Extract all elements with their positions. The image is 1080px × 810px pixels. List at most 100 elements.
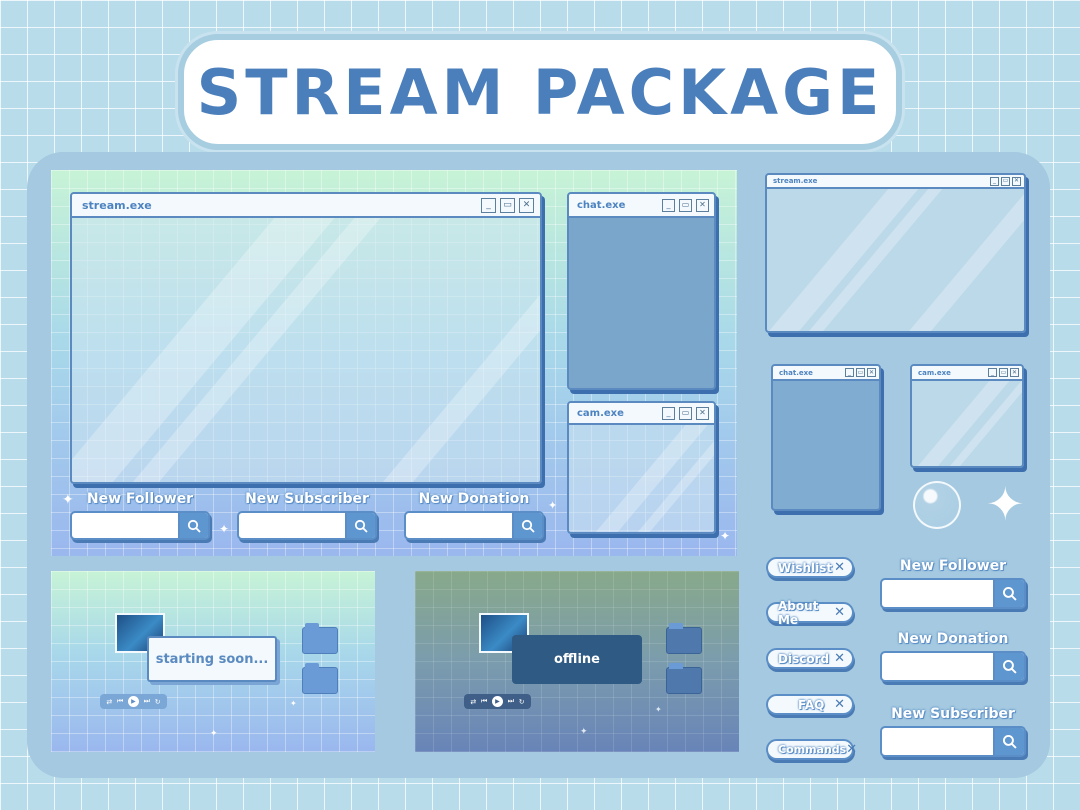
close-icon[interactable]: ✕: [846, 742, 858, 757]
close-icon[interactable]: ✕: [834, 697, 845, 712]
minimize-icon[interactable]: _: [988, 368, 997, 377]
new-donation-field[interactable]: [406, 513, 512, 538]
bubble-icon: [913, 481, 961, 529]
minimize-icon[interactable]: _: [481, 197, 496, 213]
panel-label: About Me: [778, 598, 819, 627]
panel-button-discord[interactable]: Discord ✕: [766, 648, 854, 669]
offline-window: offline: [512, 635, 642, 684]
search-icon[interactable]: [345, 513, 375, 538]
new-donation-alert-box-right[interactable]: [880, 651, 1026, 682]
new-follower-alert-box[interactable]: [70, 511, 210, 540]
stream-window-small: stream.exe _ ▭ ✕: [765, 173, 1026, 333]
close-icon[interactable]: ✕: [696, 198, 709, 212]
new-donation-label-right: New Donation: [897, 631, 1009, 647]
search-icon[interactable]: [993, 653, 1024, 680]
search-icon[interactable]: [993, 728, 1024, 755]
search-icon[interactable]: [512, 513, 542, 538]
offline-text: offline: [554, 652, 600, 667]
panel-label: Commands: [778, 743, 847, 756]
sparkle-icon: ✦: [210, 729, 218, 739]
stream-window-titlebar: stream.exe _ ▭ ✕: [72, 194, 540, 218]
previous-icon[interactable]: ⏮: [116, 697, 124, 705]
sparkle-icon: ✦: [219, 522, 230, 536]
glass-glare: [767, 189, 919, 331]
panel-button-commands[interactable]: Commands ✕: [766, 739, 858, 760]
folder-icon: [666, 663, 702, 694]
chat-window-title: chat.exe: [577, 199, 626, 211]
close-icon[interactable]: ✕: [696, 406, 709, 420]
chat-window-small-titlebar: chat.exe _ ▭ ✕: [773, 366, 879, 381]
media-player-bar[interactable]: ⇄ ⏮ ▶ ⏭ ↻: [464, 694, 531, 709]
close-icon[interactable]: ✕: [834, 605, 845, 620]
new-donation-label: New Donation: [418, 491, 530, 507]
new-follower-label-right: New Follower: [899, 558, 1007, 574]
previous-icon[interactable]: ⏮: [480, 697, 488, 705]
stream-window: stream.exe _ ▭ ✕: [70, 192, 542, 484]
panel-button-about-me[interactable]: About Me ✕: [766, 599, 854, 627]
chat-window-small: chat.exe _ ▭ ✕: [771, 364, 881, 511]
starting-soon-text: starting soon...: [155, 651, 269, 667]
wave-image-thumbnail: [479, 613, 529, 653]
maximize-icon[interactable]: ▭: [679, 406, 692, 420]
cam-window-small-titlebar: cam.exe _ ▭ ✕: [912, 366, 1022, 381]
close-icon[interactable]: ✕: [1010, 368, 1019, 377]
new-donation-field[interactable]: [882, 653, 993, 680]
minimize-icon[interactable]: _: [845, 368, 854, 377]
minimize-icon[interactable]: _: [990, 176, 999, 186]
minimize-icon[interactable]: _: [662, 198, 675, 212]
panel-button-faq[interactable]: FAQ ✕: [766, 694, 854, 715]
chat-window: chat.exe _ ▭ ✕: [567, 192, 716, 390]
maximize-icon[interactable]: ▭: [999, 368, 1008, 377]
panel-label: Discord: [778, 651, 830, 666]
starting-soon-window: starting soon...: [147, 636, 277, 682]
repeat-icon[interactable]: ↻: [154, 697, 161, 706]
chat-window-titlebar: chat.exe _ ▭ ✕: [569, 194, 714, 218]
new-subscriber-field[interactable]: [239, 513, 345, 538]
glass-glare: [379, 218, 540, 482]
close-icon[interactable]: ✕: [834, 651, 845, 666]
close-icon[interactable]: ✕: [867, 368, 876, 377]
sparkle-icon: ✦: [290, 699, 297, 708]
new-subscriber-alert-box[interactable]: [237, 511, 377, 540]
new-donation-alert-box[interactable]: [404, 511, 544, 540]
new-follower-alert-box-right[interactable]: [880, 578, 1026, 609]
search-icon[interactable]: [178, 513, 208, 538]
next-icon[interactable]: ⏭: [143, 697, 151, 705]
page-title: STREAM PACKAGE: [196, 55, 884, 129]
play-icon[interactable]: ▶: [491, 696, 503, 707]
maximize-icon[interactable]: ▭: [1001, 176, 1010, 186]
close-icon[interactable]: ✕: [834, 560, 845, 575]
stream-window-small-titlebar: stream.exe _ ▭ ✕: [767, 175, 1024, 189]
shuffle-icon[interactable]: ⇄: [470, 697, 477, 706]
folder-icon: [302, 663, 338, 694]
repeat-icon[interactable]: ↻: [518, 697, 525, 706]
cam-window-title: cam.exe: [577, 407, 624, 419]
sparkle-icon: ✦: [655, 705, 662, 714]
play-icon[interactable]: ▶: [127, 696, 139, 707]
maximize-icon[interactable]: ▭: [679, 198, 692, 212]
cam-window-small-title: cam.exe: [918, 368, 951, 377]
new-follower-field[interactable]: [72, 513, 178, 538]
new-subscriber-field[interactable]: [882, 728, 993, 755]
close-icon[interactable]: ✕: [519, 197, 534, 213]
sparkle-icon: ✦: [986, 477, 1025, 531]
sparkle-icon: ✦: [548, 499, 558, 512]
sparkle-icon: ✦: [580, 727, 588, 737]
glass-glare: [72, 218, 335, 482]
folder-icon: [666, 623, 702, 654]
cam-window: cam.exe _ ▭ ✕: [567, 401, 716, 534]
new-follower-field[interactable]: [882, 580, 993, 607]
shuffle-icon[interactable]: ⇄: [106, 697, 113, 706]
panel-button-wishlist[interactable]: Wishlist ✕: [766, 557, 854, 578]
minimize-icon[interactable]: _: [662, 406, 675, 420]
panel-label: FAQ: [798, 697, 825, 712]
maximize-icon[interactable]: ▭: [500, 197, 515, 213]
close-icon[interactable]: ✕: [1012, 176, 1021, 186]
maximize-icon[interactable]: ▭: [856, 368, 865, 377]
media-player-bar[interactable]: ⇄ ⏮ ▶ ⏭ ↻: [100, 694, 167, 709]
folder-icon: [302, 623, 338, 654]
search-icon[interactable]: [993, 580, 1024, 607]
next-icon[interactable]: ⏭: [507, 697, 515, 705]
new-subscriber-alert-box-right[interactable]: [880, 726, 1026, 757]
stream-window-title: stream.exe: [82, 198, 152, 212]
